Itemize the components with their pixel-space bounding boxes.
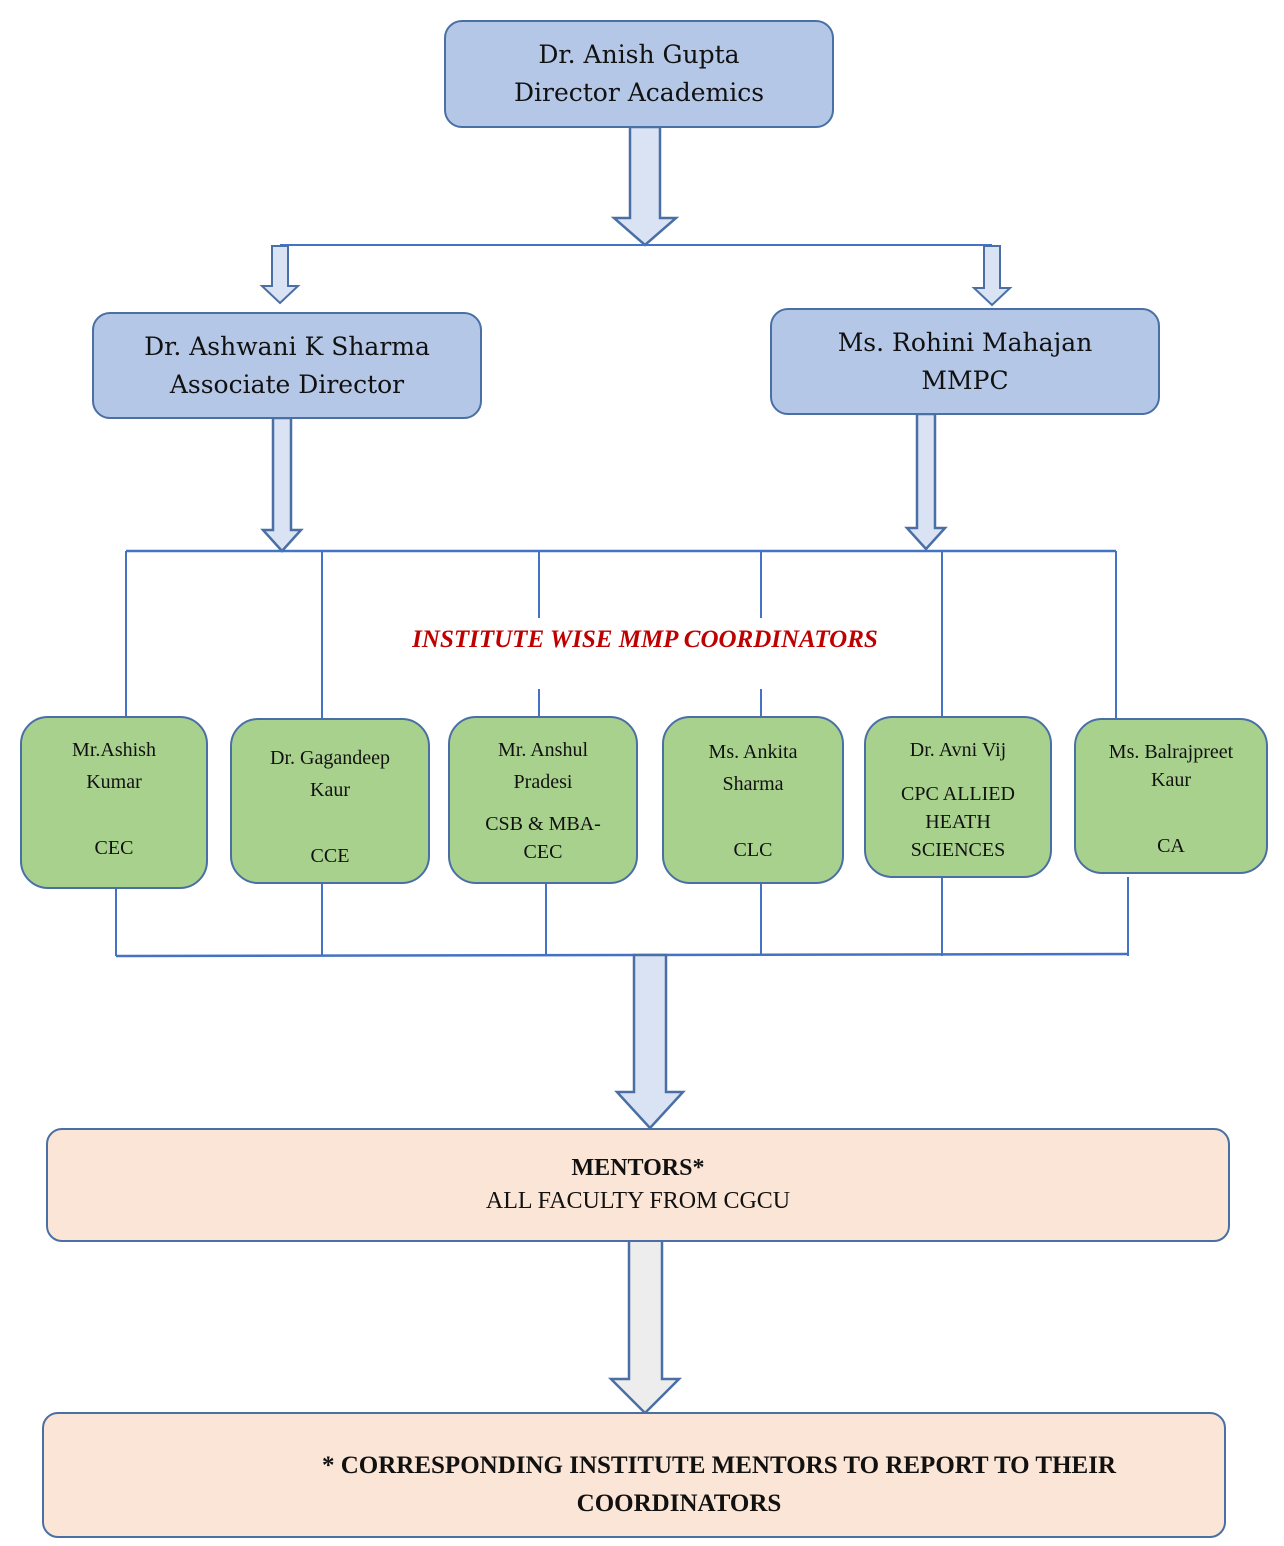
coordinator-name: Pradesi [513, 771, 573, 793]
coordinator-dept: CA [1157, 835, 1185, 857]
footnote-line1: * CORRESPONDING INSTITUTE MENTORS TO REP… [321, 1452, 1117, 1479]
coordinators-heading: INSTITUTE WISE MMP COORDINATORS [412, 626, 878, 653]
coordinator-box-6: Ms. Balrajpreet Kaur CA [1074, 718, 1268, 874]
coordinator-dept: CEC [523, 841, 563, 863]
coordinator-name: Kumar [86, 771, 142, 793]
arrow-to-footnote [607, 1238, 683, 1415]
coordinator-name: Mr.Ashish [72, 739, 156, 761]
director-box: Dr. Anish Gupta Director Academics [444, 20, 834, 128]
coordinator-box-4: Ms. Ankita Sharma CLC [662, 716, 844, 884]
mentors-box: MENTORS* ALL FACULTY FROM CGCU [46, 1128, 1230, 1242]
coordinator-name: Dr. Gagandeep [270, 747, 390, 769]
coordinator-dept: CPC ALLIED [901, 783, 1015, 805]
associate-director-box: Dr. Ashwani K Sharma Associate Director [92, 312, 482, 419]
arrow-to-associate-director [259, 245, 301, 305]
coordinator-box-3: Mr. Anshul Pradesi CSB & MBA- CEC [448, 716, 638, 884]
mentors-title: MENTORS* [571, 1155, 705, 1181]
coordinator-dept: SCIENCES [910, 839, 1006, 861]
mmpc-role: MMPC [921, 365, 1009, 395]
footnote-line2: COORDINATORS [576, 1490, 782, 1517]
coordinator-name: Ms. Ankita [708, 741, 798, 763]
associate-director-name: Dr. Ashwani K Sharma [144, 331, 430, 361]
coordinator-dept: CCE [310, 845, 350, 867]
coordinator-name: Kaur [1151, 769, 1191, 791]
coordinator-name: Sharma [722, 773, 784, 795]
arrow-to-mentors [614, 953, 686, 1130]
coordinator-box-1: Mr.Ashish Kumar CEC [20, 716, 208, 889]
arrow-to-mmpc [971, 245, 1013, 307]
coordinator-dept: CSB & MBA- [485, 813, 601, 835]
arrow-mmpc-down [904, 412, 948, 551]
arrow-associate-director-down [260, 416, 304, 553]
coordinator-dept: CLC [733, 839, 773, 861]
coordinator-name: Kaur [310, 779, 350, 801]
coordinator-name: Mr. Anshul [497, 739, 589, 761]
mmpc-box: Ms. Rohini Mahajan MMPC [770, 308, 1160, 415]
mentors-subtitle: ALL FACULTY FROM CGCU [485, 1188, 791, 1214]
coordinator-box-5: Dr. Avni Vij CPC ALLIED HEATH SCIENCES [864, 716, 1052, 878]
mmpc-name: Ms. Rohini Mahajan [837, 327, 1093, 357]
director-name: Dr. Anish Gupta [538, 40, 740, 69]
arrow-director-down [610, 125, 680, 247]
associate-director-role: Associate Director [169, 369, 405, 399]
coordinator-box-2: Dr. Gagandeep Kaur CCE [230, 718, 430, 884]
coordinators-bottom-bus [115, 952, 1130, 958]
footnote-box: * CORRESPONDING INSTITUTE MENTORS TO REP… [42, 1412, 1226, 1538]
director-role: Director Academics [513, 78, 765, 107]
coordinator-name: Ms. Balrajpreet [1108, 741, 1234, 763]
coordinator-name: Dr. Avni Vij [909, 739, 1007, 761]
coordinator-dept: HEATH [925, 811, 991, 833]
coordinator-dept: CEC [94, 837, 134, 859]
